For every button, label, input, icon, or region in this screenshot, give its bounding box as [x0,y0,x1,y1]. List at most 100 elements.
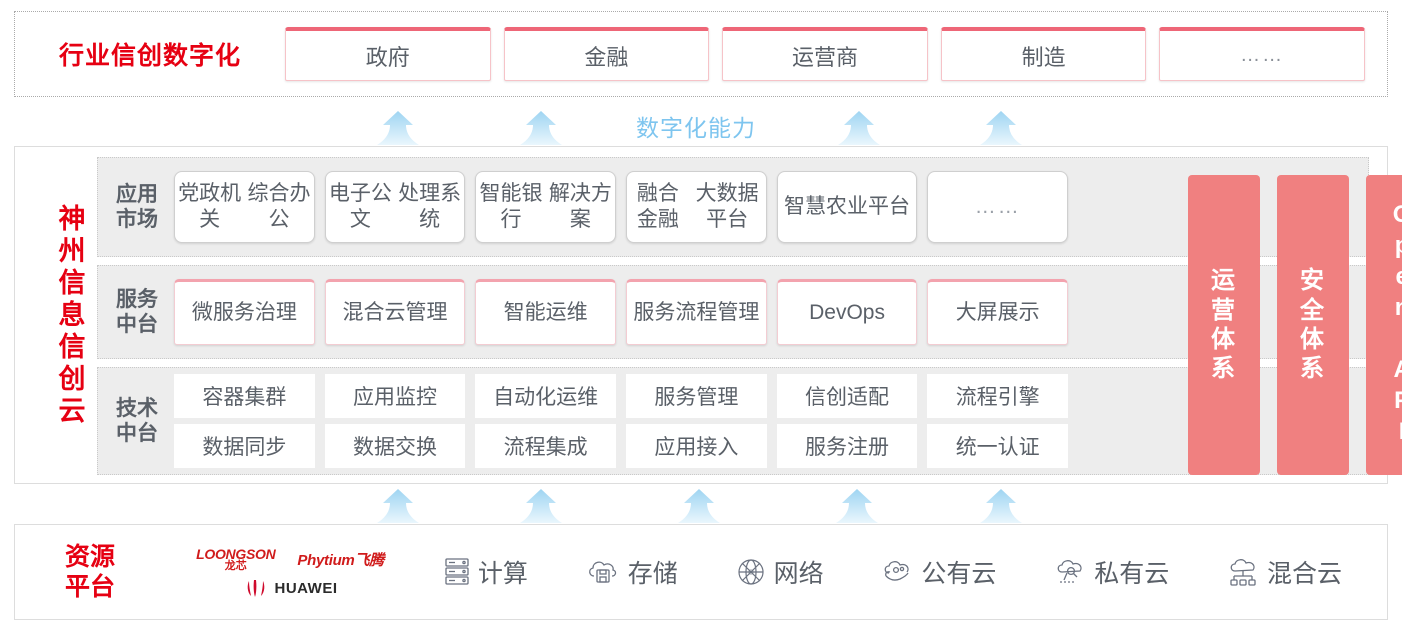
industry-card-government[interactable]: 政府 [285,27,491,81]
vendor-logo-row-bottom: HUAWEI [243,579,338,598]
resource-arrow-band-bottom [0,484,1402,524]
layer-row-service-platform: 服务 中台 微服务治理 混合云管理 智能运维 服务流程管理 DevOps 大屏展… [97,265,1369,359]
resource-item-label: 网络 [773,560,824,588]
resource-item-label: 私有云 [1094,560,1170,588]
resource-platform-panel: 资源 平台 LOONGSON 龙芯 Phytium飞腾 [14,524,1388,620]
app-card-fintech-bigdata[interactable]: 融合金融大数据平台 [626,171,767,243]
layer-label-line: 服务 [116,287,158,311]
technology-card-row-bottom: 数据同步 数据交换 流程集成 应用接入 服务注册 统一认证 [174,424,1069,468]
resource-platform-title: 资源 平台 [15,542,165,602]
tech-card-container-cluster[interactable]: 容器集群 [174,374,315,418]
private-cloud-icon [1054,557,1086,587]
side-bar-open-api[interactable]: Open API [1366,175,1402,475]
up-arrow-icon [375,488,421,524]
up-arrow-icon [518,488,564,524]
network-mesh-icon [736,557,766,587]
service-card-devops[interactable]: DevOps [776,279,918,345]
industry-card-manufacturing[interactable]: 制造 [940,27,1147,81]
resource-item-hybrid-cloud[interactable]: 混合云 [1227,554,1342,590]
public-cloud-icon [881,558,913,586]
service-card-process-mgmt[interactable]: 服务流程管理 [626,279,767,345]
up-arrow-icon [676,488,722,524]
app-card-smart-bank[interactable]: 智能银行解决方案 [475,171,617,243]
cloud-title-char: 息 [58,300,86,331]
app-card-smart-agriculture[interactable]: 智慧农业平台 [776,171,918,243]
tech-card-app-access[interactable]: 应用接入 [626,424,767,468]
cloud-storage-icon [586,558,620,586]
service-card-dashboard[interactable]: 大屏展示 [927,279,1069,345]
cloud-title-char: 州 [58,236,86,267]
layer-label-line: 市场 [116,208,158,231]
tech-card-service-registry[interactable]: 服务注册 [776,424,918,468]
side-bar-label: 运营体系 [1211,267,1237,383]
layer-label-technology-platform: 技术 中台 [104,396,170,446]
resource-item-compute[interactable]: 计算 [444,554,528,590]
resource-item-label: 存储 [627,560,678,588]
resource-item-public-cloud[interactable]: 公有云 [881,554,996,590]
hybrid-cloud-icon [1227,557,1259,587]
capability-arrow-band-top: 数字化能力 [0,104,1402,146]
server-rack-icon [444,557,470,587]
cloud-title-char: 创 [58,363,86,394]
tech-card-process-integration[interactable]: 流程集成 [475,424,617,468]
tech-card-unified-auth[interactable]: 统一认证 [927,424,1069,468]
up-arrow-icon [375,110,421,146]
resource-item-label: 公有云 [921,560,997,588]
layer-label-application-market: 应用 市场 [104,182,170,232]
layer-label-service-platform: 服务 中台 [104,287,170,337]
cloud-title-char: 神 [58,204,86,235]
resource-item-label: 计算 [477,560,528,588]
layer-label-line: 应用 [116,182,158,206]
industry-card-telecom[interactable]: 运营商 [722,27,928,81]
industry-card-finance[interactable]: 金融 [503,27,710,81]
up-arrow-icon [836,110,882,146]
tech-card-xinchuang-adapt[interactable]: 信创适配 [776,374,918,418]
tech-card-service-mgmt[interactable]: 服务管理 [626,374,767,418]
vendor-logo-row-top: LOONGSON 龙芯 Phytium飞腾 [196,547,384,572]
app-card-more[interactable]: …… [927,171,1069,243]
service-card-microservice-governance[interactable]: 微服务治理 [174,279,315,345]
up-arrow-icon [834,488,880,524]
service-card-hybrid-cloud-mgmt[interactable]: 混合云管理 [324,279,466,345]
up-arrow-icon [978,110,1024,146]
side-bar-label: Open API [1388,201,1402,449]
layer-row-application-market: 应用 市场 党政机关综合办公 电子公文处理系统 智能银行解决方案 融合金融大数据… [97,157,1369,257]
tech-card-process-engine[interactable]: 流程引擎 [927,374,1069,418]
industry-band: 行业信创数字化 政府 金融 运营商 制造 …… [14,11,1388,97]
capability-label: 数字化能力 [636,115,756,141]
loongson-logo: LOONGSON 龙芯 [196,545,276,572]
vendor-logo-group: LOONGSON 龙芯 Phytium飞腾 HUAWEI [165,547,415,598]
industry-card-list: 政府 金融 运营商 制造 …… [285,27,1387,81]
resource-item-storage[interactable]: 存储 [586,554,678,590]
up-arrow-icon [518,110,564,146]
tech-card-data-exchange[interactable]: 数据交换 [324,424,466,468]
app-card-gov-office[interactable]: 党政机关综合办公 [174,171,315,243]
tech-card-data-sync[interactable]: 数据同步 [174,424,315,468]
cloud-title-char: 云 [58,395,86,426]
side-bar-label: 安全体系 [1300,267,1326,383]
service-card-aiops[interactable]: 智能运维 [475,279,617,345]
layer-row-technology-platform: 技术 中台 容器集群 应用监控 自动化运维 服务管理 信创适配 流程引擎 数据同… [97,367,1369,475]
loongson-logo-cn: 龙芯 [224,559,247,572]
resource-item-network[interactable]: 网络 [736,554,824,590]
resource-title-line: 资源 [64,543,115,571]
loongson-logo-en: LOONGSON [196,545,276,562]
layer-label-line: 技术 [116,396,158,420]
resource-item-label: 混合云 [1267,560,1343,588]
resource-item-list: 计算 存储 [415,554,1387,590]
side-bar-security-system[interactable]: 安全体系 [1277,175,1349,475]
tech-card-automated-ops[interactable]: 自动化运维 [475,374,617,418]
industry-card-more[interactable]: …… [1159,27,1365,81]
cloud-title-char: 信 [58,331,86,362]
resource-item-private-cloud[interactable]: 私有云 [1054,554,1169,590]
cloud-platform-title: 神 州 信 息 信 创 云 [41,157,103,475]
cloud-layer-rows: 应用 市场 党政机关综合办公 电子公文处理系统 智能银行解决方案 融合金融大数据… [97,157,1402,475]
tech-card-app-monitoring[interactable]: 应用监控 [324,374,466,418]
resource-title-line: 平台 [64,573,115,601]
app-card-edoc-system[interactable]: 电子公文处理系统 [324,171,466,243]
side-bar-operations-system[interactable]: 运营体系 [1188,175,1260,475]
huawei-logo: HUAWEI [243,579,338,598]
huawei-logo-text: HUAWEI [274,580,338,597]
application-card-list: 党政机关综合办公 电子公文处理系统 智能银行解决方案 融合金融大数据平台 智慧农… [170,171,1368,243]
